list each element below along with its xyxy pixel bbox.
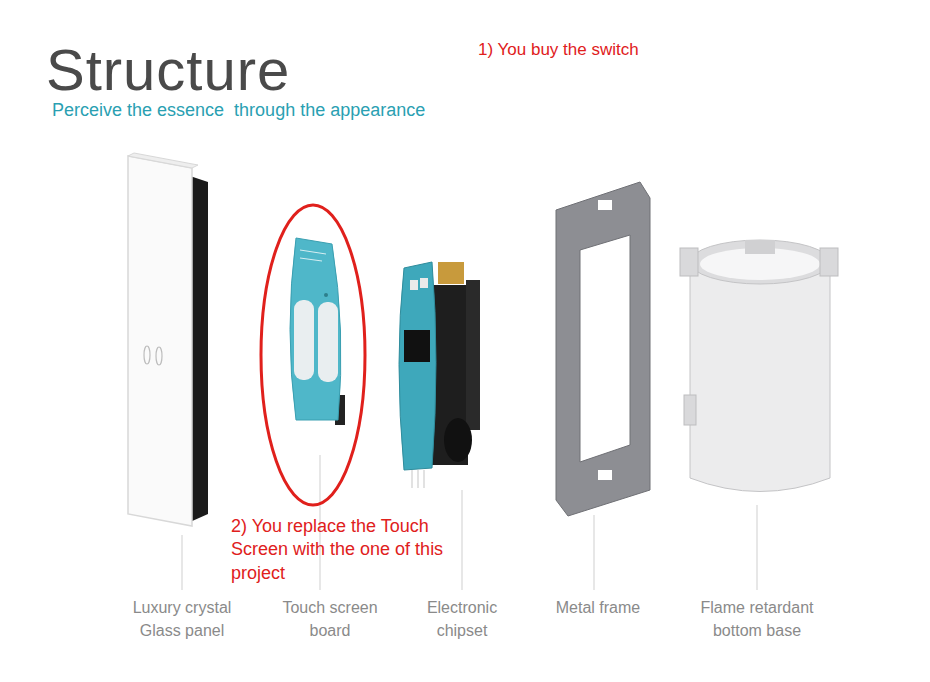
glass-panel (128, 153, 208, 526)
touch-screen-board (290, 238, 345, 425)
bottom-base (680, 240, 838, 492)
subtitle: Perceive the essence through the appeara… (52, 100, 425, 121)
step-note: 1) You buy the switch (478, 40, 639, 60)
step-note: 2) You replace the Touch Screen with the… (231, 515, 467, 585)
part-label: Metal frame (533, 596, 663, 619)
highlight-ellipse (261, 205, 365, 505)
metal-frame (556, 182, 650, 516)
part-label: Electronic chipset (410, 596, 514, 642)
part-label: Luxury crystal Glass panel (121, 596, 243, 642)
page-title: Structure (46, 38, 290, 102)
electronic-chipset (399, 262, 480, 488)
leader-lines (182, 455, 757, 590)
part-label: Flame retardant bottom base (686, 596, 828, 642)
part-label: Touch screen board (274, 596, 386, 642)
